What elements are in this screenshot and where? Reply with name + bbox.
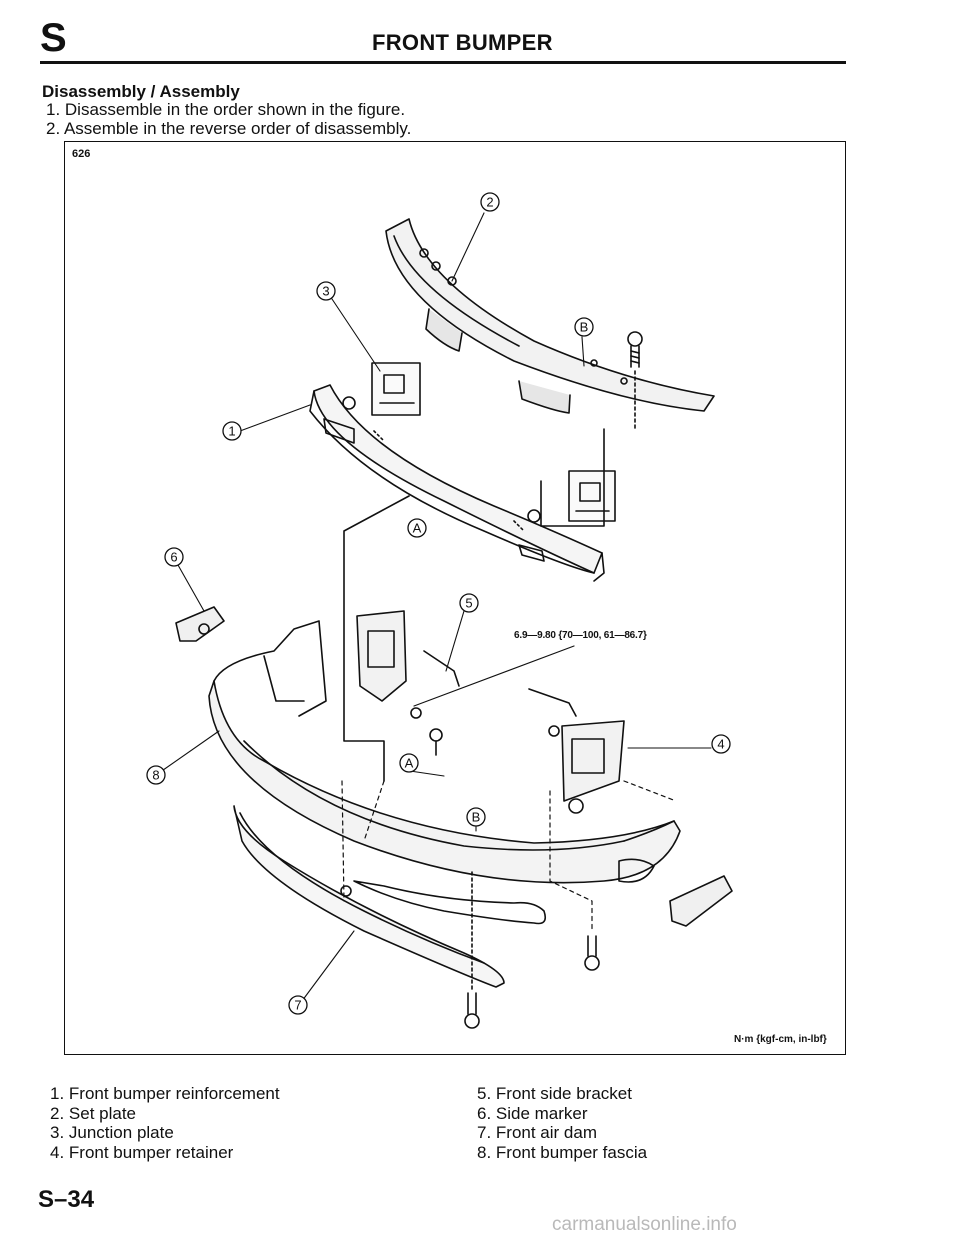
clip-center (429, 728, 443, 756)
callout-5: 5 (465, 596, 472, 611)
parts-list-item: 8. Front bumper fascia (477, 1142, 648, 1162)
page-title: FRONT BUMPER (372, 30, 553, 55)
parts-list-item: 3. Junction plate (50, 1123, 174, 1142)
bolt-lower-right (584, 935, 600, 971)
exploded-diagram: 2 3 1 B A 6 5 4 8 A B 7 (146, 192, 733, 1029)
parts-list-left: 1. Front bumper reinforcement 2. Set pla… (50, 1084, 280, 1162)
set-plate-part (385, 218, 715, 414)
torque-spec: 6.9—9.80 {70—100, 61—86.7} (514, 630, 647, 641)
parts-list-item: 4. Front bumper retainer (50, 1142, 234, 1162)
callout-8: 8 (152, 768, 159, 783)
parts-list-item: 6. Side marker (477, 1103, 588, 1123)
parts-list-right: 5. Front side bracket 6. Side marker 7. … (477, 1084, 647, 1162)
front-bumper-retainer-part (528, 688, 625, 814)
front-bumper-reinforcement-part (309, 384, 605, 582)
front-air-dam-part (233, 805, 505, 988)
page-number: S–34 (38, 1186, 95, 1213)
parts-list-item: 5. Front side bracket (477, 1084, 632, 1103)
callout-3: 3 (322, 284, 329, 299)
parts-list-item: 2. Set plate (50, 1103, 137, 1123)
instruction-step-2: 2. Assemble in the reverse order of disa… (46, 119, 412, 138)
side-marker-left (175, 606, 225, 642)
callout-7: 7 (294, 998, 301, 1013)
callout-2: 2 (486, 195, 493, 210)
bolt-lower-center (464, 870, 480, 1029)
junction-plate-left (371, 362, 421, 416)
instruction-step-1: 1. Disassemble in the order shown in the… (46, 100, 406, 119)
front-side-bracket-part (356, 610, 460, 719)
side-marker-right (669, 875, 733, 927)
model-code: 626 (72, 148, 91, 160)
header-rule (40, 61, 846, 64)
callout-a-upper: A (413, 521, 422, 536)
callout-a-lower: A (405, 756, 414, 771)
section-letter: S (40, 16, 67, 60)
bolt-top-right (627, 331, 643, 432)
section-heading: Disassembly / Assembly (42, 82, 240, 101)
callout-6: 6 (170, 550, 177, 565)
callout-b-upper: B (580, 320, 589, 335)
junction-plate-right (568, 470, 616, 522)
callout-1: 1 (228, 424, 235, 439)
parts-list-item: 7. Front air dam (477, 1123, 597, 1142)
callout-4: 4 (717, 737, 724, 752)
units-note: N·m {kgf-cm, in-lbf} (734, 1034, 827, 1045)
callout-b-lower: B (472, 810, 481, 825)
parts-list-item: 1. Front bumper reinforcement (50, 1084, 280, 1103)
front-bumper-fascia-part (208, 620, 681, 925)
clip-lower (340, 885, 352, 897)
watermark: carmanualsonline.info (552, 1214, 737, 1235)
figure-frame (64, 141, 846, 1055)
